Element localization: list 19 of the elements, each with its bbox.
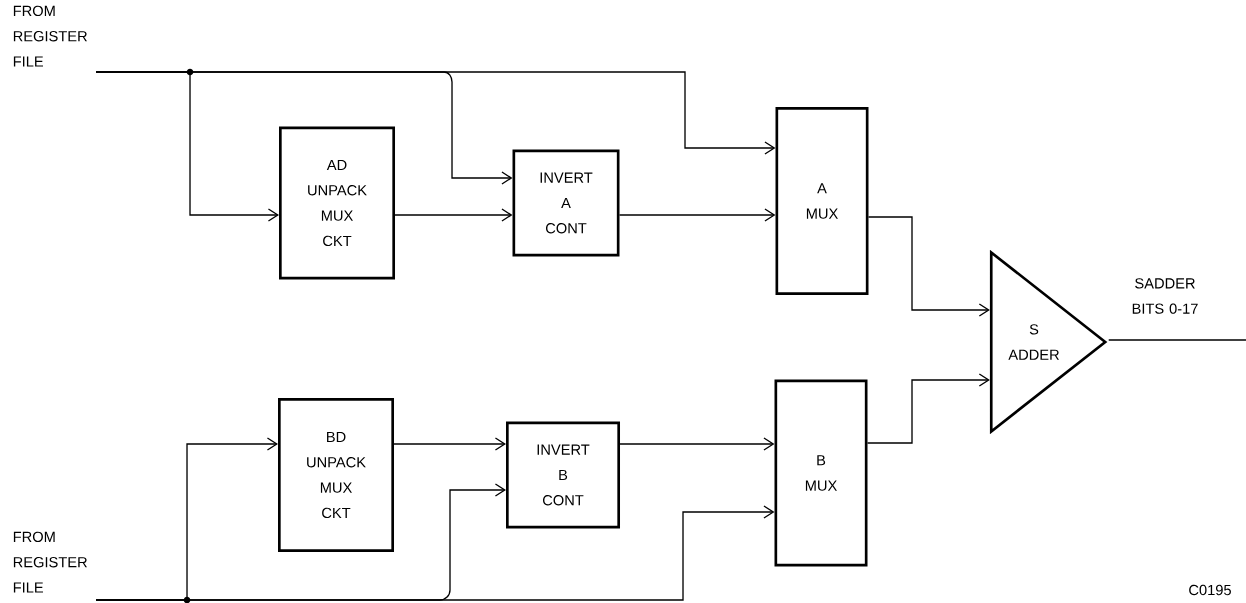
source-label: FROM REGISTER FILE: [13, 531, 87, 593]
connector-line: [393, 437, 506, 451]
connector-line: [866, 373, 990, 444]
connector-line: [867, 216, 990, 317]
connector-line: [95, 71, 776, 155]
edge-label: SADDER BITS 0-17: [1127, 276, 1203, 316]
connector-line: [95, 505, 775, 601]
connector-line: [394, 208, 513, 222]
figure-code: C0195: [1189, 584, 1231, 596]
block-box: A MUX: [775, 107, 869, 295]
connector-line: [618, 208, 776, 222]
source-label: FROM REGISTER FILE: [13, 5, 87, 67]
block-box: INVERT A CONT: [512, 149, 620, 257]
block-box: B MUX: [774, 379, 868, 567]
block-box: BD UNPACK MUX CKT: [278, 398, 394, 552]
connector-line: [1108, 339, 1246, 341]
block-box: AD UNPACK MUX CKT: [279, 126, 395, 280]
block-box: INVERT B CONT: [506, 421, 620, 529]
connector-line: [619, 437, 775, 451]
